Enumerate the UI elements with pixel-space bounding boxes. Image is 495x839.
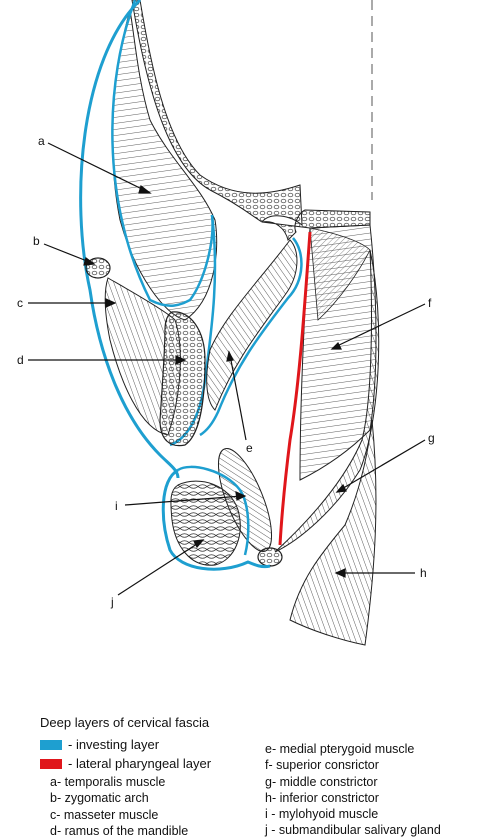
investing-layer-inner [111,0,214,307]
legend-right-list: e- medial pterygoid muscle f- superior c… [265,741,441,839]
skull-base [131,0,303,227]
label-i: i [115,499,118,513]
medial-pterygoid-muscle [206,239,298,411]
investing-layer-outer [79,0,180,479]
submandibular-gland [170,480,241,566]
legend-item: c- masseter muscle [50,807,159,822]
legend-item: h- inferior constrictor [265,790,379,805]
label-h: h [420,566,427,580]
legend-left-list: a- temporalis muscle b- zygomatic arch c… [50,774,188,839]
legend-title: Deep layers of cervical fascia [40,715,210,730]
label-g: g [428,431,435,445]
label-e: e [246,441,253,455]
lateral-pharyngeal-layer [278,231,312,546]
label-j: j [110,595,114,609]
legend-investing: - investing layer [40,737,159,752]
cervical-fascia-diagram: a b c d e f g h i j [17,0,435,646]
legend-item: b- zygomatic arch [50,791,149,806]
legend-pharyngeal-text: - lateral pharyngeal layer [68,756,212,771]
leader-lines [28,142,426,596]
pharyngeal-swatch [40,758,62,769]
investing-layer-lower [161,468,271,571]
label-a: a [38,134,45,148]
legend-item: f- superior consrictor [265,758,379,773]
investing-swatch [40,739,62,750]
legend-item: e- medial pterygoid muscle [265,742,415,756]
legend-pharyngeal: - lateral pharyngeal layer [40,756,211,771]
legend-item: d- ramus of the mandible [50,823,189,838]
mandible-ramus [159,311,206,447]
hyoid-bone [257,547,283,567]
label-d: d [17,353,24,367]
legend-item: i - mylohyoid muscle [265,807,379,822]
legend-item: g- middle constrictor [265,774,378,789]
label-b: b [33,234,40,248]
inferior-constrictor [289,419,377,646]
label-c: c [17,296,23,310]
legend-investing-text: - investing layer [68,737,160,752]
label-f: f [428,296,432,310]
temporalis-muscle [112,9,218,321]
legend-item: j - submandibular salivary gland [265,823,441,838]
legend-item: a- temporalis muscle [50,775,166,789]
